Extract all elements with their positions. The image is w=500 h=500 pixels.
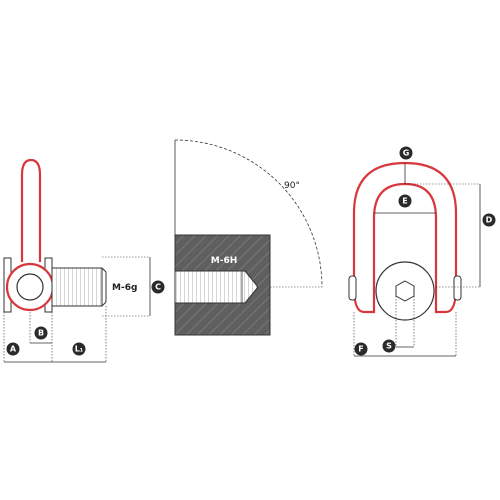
svg-text:D: D [486, 216, 493, 225]
svg-text:B: B [38, 329, 44, 338]
ring-inner-side [16, 273, 44, 301]
dimension-badges: A B L₁ C G E D F [6, 146, 496, 356]
swivel-body [375, 261, 435, 321]
thread-label-female: M-6H [211, 256, 238, 266]
dimension-badge-g: G [399, 146, 413, 160]
side-cap-left [348, 275, 357, 301]
thread-label-male: M-6g [112, 283, 137, 293]
dimension-badge-l1: L₁ [72, 342, 86, 356]
tapped-hole [174, 270, 259, 304]
hex-socket-icon [395, 280, 415, 302]
shackle-loop-side [20, 158, 42, 262]
side-view: M-6g [3, 158, 151, 363]
front-view [348, 161, 481, 357]
dimension-badge-c: C [151, 280, 165, 294]
dimension-badge-a: A [6, 342, 20, 356]
dimension-badge-f: F [354, 342, 368, 356]
angle-arc [174, 139, 323, 288]
svg-text:S: S [386, 342, 392, 351]
dimension-badge-b: B [34, 326, 48, 340]
dimension-badge-e: E [398, 194, 412, 208]
svg-text:A: A [10, 345, 17, 354]
section-view: M-6H 90° [174, 139, 323, 336]
side-cap-right [453, 275, 462, 301]
threaded-bolt [51, 267, 103, 307]
svg-text:F: F [358, 345, 363, 354]
angle-label: 90° [284, 181, 300, 191]
dimension-badge-d: D [482, 213, 496, 227]
dimension-badge-s: S [382, 339, 396, 353]
svg-text:C: C [155, 283, 161, 292]
svg-text:L₁: L₁ [75, 345, 84, 354]
svg-text:G: G [403, 149, 410, 158]
svg-text:E: E [402, 197, 407, 206]
